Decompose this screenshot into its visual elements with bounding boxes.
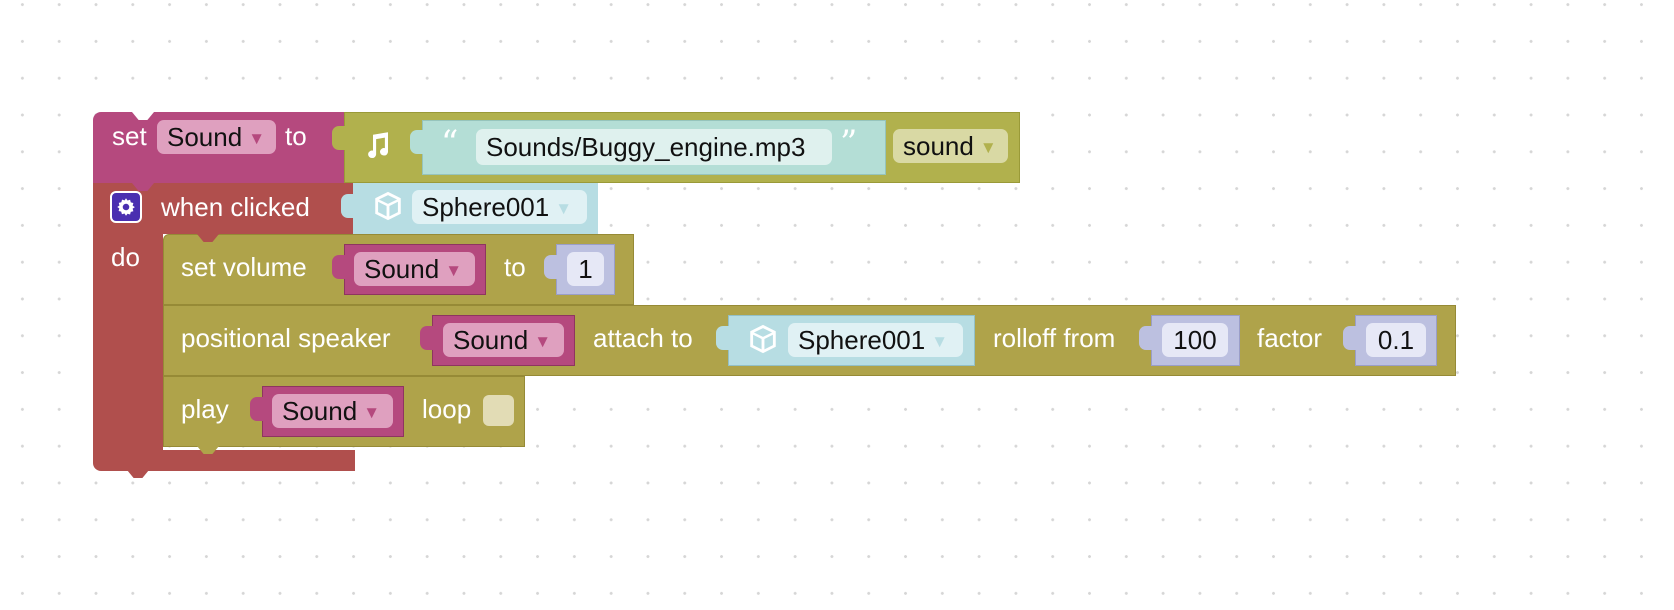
dropdown-arrow-icon: ▼ [248, 129, 266, 148]
speaker-mesh-name: Sphere001 [798, 325, 926, 355]
dropdown-arrow-icon: ▼ [931, 332, 949, 351]
cube-icon [371, 189, 405, 223]
rolloff-value: 100 [1173, 325, 1217, 355]
rolloff-from-label: rolloff from [993, 323, 1116, 353]
set-volume-label: set volume [181, 252, 307, 282]
play-block-bottom-bump [197, 446, 219, 454]
dropdown-arrow-icon: ▼ [979, 138, 997, 157]
speaker-variable-tab [420, 326, 434, 350]
event-block-bottom [93, 450, 355, 471]
set-volume-to-label: to [504, 252, 526, 282]
open-quote-icon: “ [441, 123, 459, 163]
set-to-label: to [285, 121, 307, 151]
play-variable-tab [250, 397, 264, 421]
rolloff-number-tab [1139, 326, 1153, 350]
factor-number-tab [1343, 326, 1357, 350]
event-block-top-bump [132, 183, 154, 191]
speaker-variable-dropdown[interactable]: Sound ▼ [443, 323, 564, 357]
sound-type-dropdown[interactable]: sound ▼ [893, 129, 1008, 163]
cube-icon [746, 322, 780, 356]
set-variable-name: Sound [167, 122, 243, 152]
event-mesh-dropdown[interactable]: Sphere001 ▼ [412, 190, 587, 224]
dropdown-arrow-icon: ▼ [534, 332, 552, 351]
volume-value: 1 [578, 254, 593, 284]
factor-number-input[interactable]: 0.1 [1366, 323, 1426, 357]
when-clicked-label: when clicked [161, 192, 310, 222]
volume-number-input[interactable]: 1 [567, 252, 604, 286]
positional-speaker-notch [197, 305, 219, 314]
set-block-notch [132, 112, 154, 120]
event-mesh-name: Sphere001 [422, 192, 550, 222]
close-quote-icon: ” [840, 123, 858, 163]
loop-label: loop [422, 394, 472, 424]
do-label: do [111, 242, 140, 272]
play-block-notch [197, 376, 219, 385]
factor-value: 0.1 [1377, 325, 1415, 355]
sound-block-tab [332, 126, 346, 150]
set-variable-dropdown[interactable]: Sound ▼ [157, 120, 276, 154]
dropdown-arrow-icon: ▼ [363, 403, 381, 422]
factor-label: factor [1257, 323, 1323, 353]
event-block-bottom-bump [127, 470, 149, 478]
sound-type-text: sound [903, 131, 974, 161]
speaker-mesh-tab [716, 326, 730, 350]
string-block-tab [410, 130, 424, 154]
dropdown-arrow-icon: ▼ [445, 261, 463, 280]
positional-speaker-label: positional speaker [181, 323, 391, 353]
set-label: set [112, 121, 147, 151]
speaker-mesh-dropdown[interactable]: Sphere001 ▼ [788, 323, 963, 357]
set-volume-notch [197, 234, 219, 242]
attach-to-label: attach to [593, 323, 693, 353]
play-variable-dropdown[interactable]: Sound ▼ [272, 394, 393, 428]
set-volume-variable-tab [332, 255, 346, 279]
set-volume-variable-name: Sound [364, 254, 440, 284]
music-note-icon [363, 131, 393, 161]
loop-checkbox[interactable] [483, 395, 514, 426]
play-variable-name: Sound [282, 396, 358, 426]
set-volume-variable-dropdown[interactable]: Sound ▼ [354, 252, 475, 286]
sound-path-input[interactable]: Sounds/Buggy_engine.mp3 [476, 129, 832, 165]
dropdown-arrow-icon: ▼ [555, 199, 573, 218]
gear-icon[interactable] [110, 191, 142, 223]
event-block-arm [93, 234, 163, 452]
sound-path-text: Sounds/Buggy_engine.mp3 [486, 132, 806, 162]
rolloff-number-input[interactable]: 100 [1162, 323, 1228, 357]
event-mesh-block-tab [341, 194, 355, 218]
play-label: play [181, 394, 229, 424]
volume-number-tab [544, 255, 558, 279]
speaker-variable-name: Sound [453, 325, 529, 355]
